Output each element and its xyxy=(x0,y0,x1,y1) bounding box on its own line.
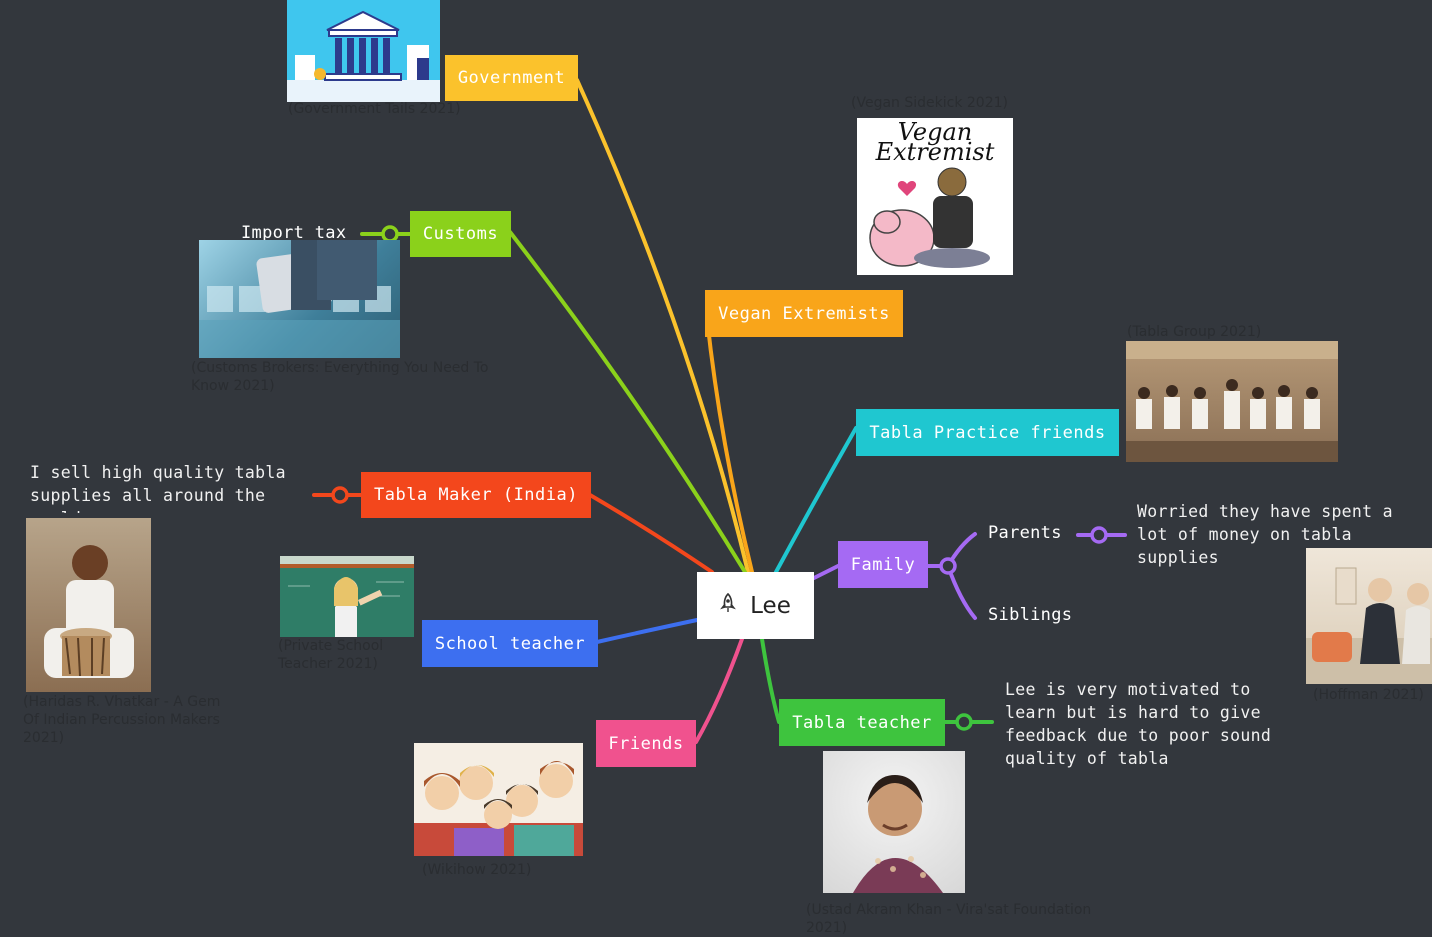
family-image-caption: (Hoffman 2021) xyxy=(1313,687,1424,703)
connector-knob-parents xyxy=(1090,526,1108,544)
vegan-image-caption: (Vegan Sidekick 2021) xyxy=(851,95,1008,111)
edge-tabla-friends xyxy=(774,426,858,574)
tabla-maker-image xyxy=(26,518,151,692)
family-image xyxy=(1306,548,1432,684)
node-tabla-maker-label: Tabla Maker (India) xyxy=(374,485,578,505)
node-vegan-label: Vegan Extremists xyxy=(718,303,890,324)
node-siblings[interactable]: Siblings xyxy=(988,605,1073,625)
tabla-maker-note: I sell high quality tabla supplies all a… xyxy=(30,463,286,513)
friends-image xyxy=(414,743,583,856)
central-node-lee[interactable]: Lee xyxy=(697,572,814,639)
edge-tabla-teacher xyxy=(760,637,781,724)
customs-image-caption: (Customs Brokers: Everything You Need To… xyxy=(191,360,489,394)
svg-text:Vegan: Vegan xyxy=(898,118,972,146)
parents-note: Worried they have spent a lot of money o… xyxy=(1137,502,1393,567)
tabla-teacher-image xyxy=(823,751,965,893)
central-node-label: Lee xyxy=(750,592,791,619)
tabla-group-image-caption: (Tabla Group 2021) xyxy=(1127,324,1262,340)
node-family-label: Family xyxy=(850,554,916,575)
tabla-maker-image-caption: (Haridas R. Vhatkar - A Gem Of Indian Pe… xyxy=(23,694,221,746)
node-school-teacher-label: School teacher xyxy=(434,633,586,654)
government-image-caption: (Government Tails 2021) xyxy=(288,101,461,117)
node-tabla-maker[interactable]: Tabla Maker (India) xyxy=(361,472,591,518)
edge-family xyxy=(812,564,840,580)
node-tabla-practice-friends[interactable]: Tabla Practice friends xyxy=(856,409,1119,456)
friends-image-caption: (Wikihow 2021) xyxy=(422,862,532,878)
edge-vegan xyxy=(705,316,754,574)
node-government[interactable]: Government xyxy=(445,55,578,101)
node-customs-label: Customs xyxy=(422,224,499,244)
customs-image xyxy=(199,240,400,358)
node-school-teacher[interactable]: School teacher xyxy=(422,620,598,667)
edge-siblings xyxy=(946,564,977,620)
connector-knob-teacher xyxy=(955,713,973,731)
node-family[interactable]: Family xyxy=(838,541,928,588)
edge-government xyxy=(575,78,750,574)
node-tabla-teacher-label: Tabla teacher xyxy=(792,712,932,733)
rocket-icon xyxy=(720,592,737,618)
vegan-image: Vegan Extremist xyxy=(857,118,1013,275)
edge-tabla-maker xyxy=(588,493,714,574)
connector-knob-import-tax xyxy=(381,225,399,243)
school-teacher-image-caption: (Private School Teacher 2021) xyxy=(278,638,384,672)
government-image xyxy=(287,0,440,102)
edge-customs xyxy=(508,230,747,574)
node-parents[interactable]: Parents xyxy=(988,523,1062,543)
node-tabla-teacher[interactable]: Tabla teacher xyxy=(779,699,945,746)
node-government-label: Government xyxy=(457,68,566,88)
node-tabla-friends-label: Tabla Practice friends xyxy=(869,422,1106,443)
node-friends-label: Friends xyxy=(608,733,684,754)
tabla-teacher-note: Lee is very motivated to learn but is ha… xyxy=(1005,680,1272,768)
edge-friends xyxy=(694,637,744,744)
node-vegan-extremists[interactable]: Vegan Extremists xyxy=(705,290,903,337)
node-customs[interactable]: Customs xyxy=(410,211,511,257)
tabla-group-image xyxy=(1126,341,1338,462)
tabla-teacher-image-caption: (Ustad Akram Khan - Vira'sat Foundation … xyxy=(806,902,1092,936)
node-import-tax[interactable]: Import tax xyxy=(241,223,347,243)
connector-knob-maker-note xyxy=(331,486,349,504)
school-teacher-image xyxy=(280,556,414,637)
svg-text:Extremist: Extremist xyxy=(875,138,995,166)
node-friends[interactable]: Friends xyxy=(596,720,696,767)
connector-knob-family xyxy=(939,557,957,575)
edge-school-teacher xyxy=(595,618,699,644)
